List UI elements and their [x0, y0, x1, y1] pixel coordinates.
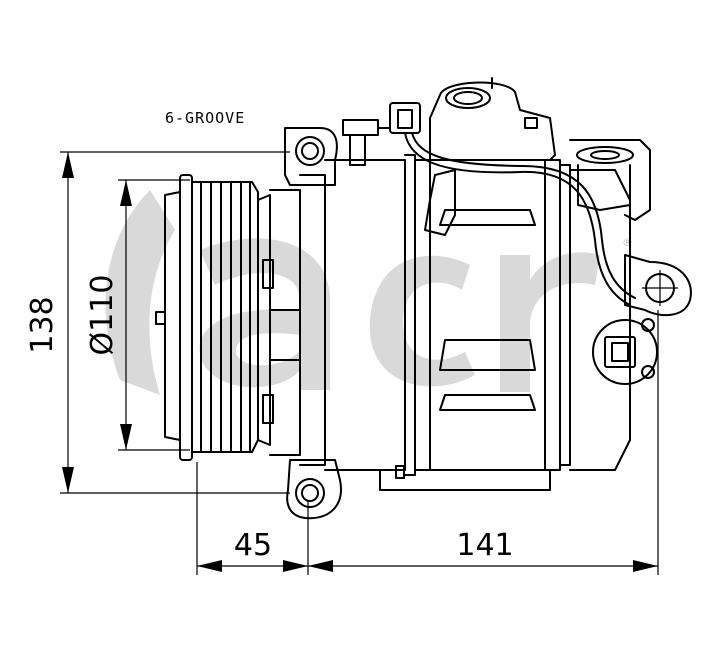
front-housing [257, 127, 342, 520]
dimension-body-length-label: 141 [456, 528, 513, 563]
top-ports [342, 77, 636, 306]
groove-label: 6-GROOVE [165, 109, 245, 127]
rear-housing [569, 139, 692, 385]
acr-watermark-logo: ® [105, 190, 633, 395]
dimension-height-label: 138 [25, 296, 60, 353]
dimension-lines [60, 151, 659, 575]
dimension-pulley-diameter-label: Ø110 [85, 275, 120, 356]
dimension-pulley-offset-label: 45 [234, 528, 272, 563]
registered-mark: ® [622, 236, 633, 249]
